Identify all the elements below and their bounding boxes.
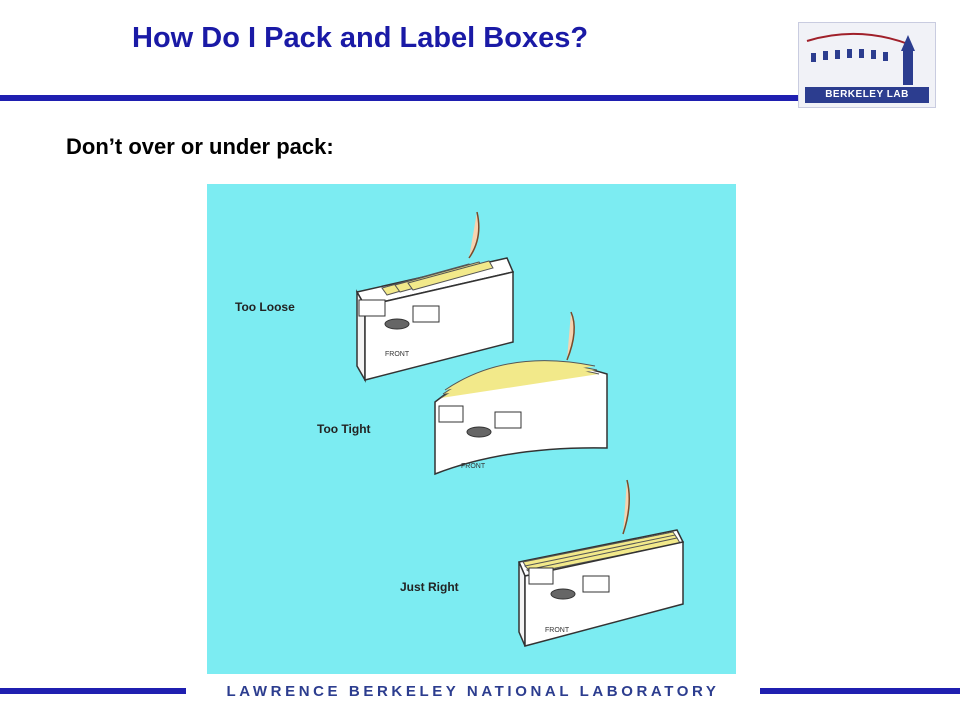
right-front-label: FRONT <box>545 627 570 634</box>
logo-text: BERKELEY LAB <box>805 87 929 103</box>
header-rule <box>0 95 798 101</box>
too-loose-label: Too Loose <box>235 300 295 314</box>
just-right-label: Just Right <box>400 580 459 594</box>
right-box: FRONT <box>517 529 685 647</box>
packing-illustration: FRONT FRONT <box>207 184 736 674</box>
too-tight-label: Too Tight <box>317 422 371 436</box>
tight-front-label: FRONT <box>461 463 486 470</box>
hand-icon <box>566 311 575 361</box>
subheading: Don’t over or under pack: <box>66 134 334 159</box>
berkeley-lab-logo: BERKELEY LAB <box>798 22 936 108</box>
campanile-icon <box>806 32 915 85</box>
hand-icon <box>468 211 480 259</box>
footer-rule-left <box>0 688 186 694</box>
hand-icon <box>622 479 630 535</box>
slide-title: How Do I Pack and Label Boxes? <box>132 22 589 54</box>
tight-box: FRONT <box>434 360 608 476</box>
footer-text: LAWRENCE BERKELEY NATIONAL LABORATORY <box>226 683 720 700</box>
loose-box: FRONT <box>355 257 515 383</box>
footer-rule-right <box>760 688 960 694</box>
loose-front-label: FRONT <box>385 351 410 358</box>
